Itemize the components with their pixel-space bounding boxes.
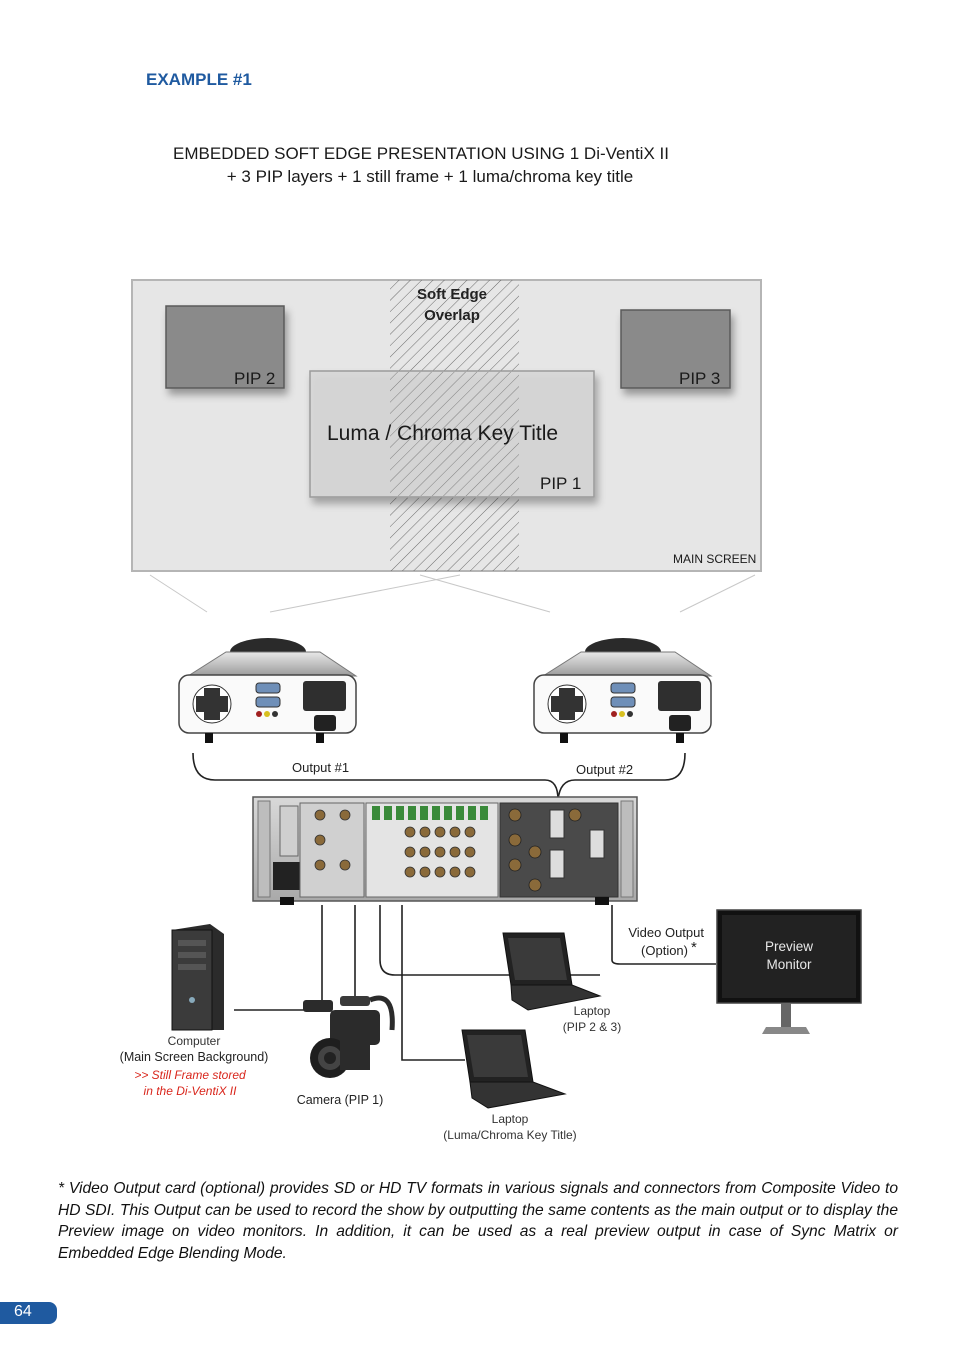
projector-1 [178,638,358,743]
setup-diagram: Soft Edge Overlap PIP 2 PIP 3 Luma / Chr… [120,279,862,1142]
camera-label: Camera (PIP 1) [297,1093,384,1107]
still-frame-note-2: in the Di-VentiX II [144,1084,238,1098]
laptop-luma-title [461,1029,567,1109]
soft-edge-label: Soft Edge [417,286,487,303]
video-output-option: (Option) [641,943,688,958]
overlap-label: Overlap [424,307,480,324]
luma-chroma-title: Luma / Chroma Key Title [327,422,558,445]
page-number-tab [0,1302,57,1324]
projector-2 [533,638,713,743]
pip3-label: PIP 3 [679,369,720,388]
page-number: 64 [14,1303,32,1320]
diagram-subtitle: EMBEDDED SOFT EDGE PRESENTATION USING 1 … [130,142,730,188]
computer-sublabel: (Main Screen Background) [120,1050,269,1064]
preview-label: Preview [765,939,813,954]
laptop-2-label: Laptop [492,1112,529,1126]
computer-tower [171,924,224,1031]
di-ventix-ii-processor [252,796,638,905]
laptop-2-sublabel: (Luma/Chroma Key Title) [443,1128,576,1142]
pip3-window [620,309,731,389]
camera [303,995,395,1078]
preview-monitor [716,909,862,1034]
pip2-window [165,305,285,389]
monitor-label: Monitor [766,957,812,972]
output-1-label: Output #1 [292,760,349,775]
main-screen: Soft Edge Overlap PIP 2 PIP 3 Luma / Chr… [131,279,762,572]
footnote-asterisk: * [691,939,697,956]
projection-lines [149,574,756,613]
subtitle-line-2: + 3 PIP layers + 1 still frame + 1 luma/… [226,167,634,186]
still-frame-note-1: >> Still Frame stored [134,1068,246,1082]
laptop-1-label: Laptop [574,1004,611,1018]
pip1-label: PIP 1 [540,474,581,493]
laptop-pip2-3 [502,932,602,1011]
computer-label: Computer [168,1034,221,1048]
output-2-label: Output #2 [576,762,633,777]
main-screen-label: MAIN SCREEN [673,552,756,566]
laptop-1-sublabel: (PIP 2 & 3) [563,1020,621,1034]
subtitle-line-1: EMBEDDED SOFT EDGE PRESENTATION USING 1 … [173,144,669,163]
footnote: * Video Output card (optional) provides … [58,1180,898,1262]
output-cables [192,752,686,801]
example-heading: EXAMPLE #1 [146,70,252,89]
video-output-label: Video Output [628,925,704,940]
pip2-label: PIP 2 [234,369,275,388]
